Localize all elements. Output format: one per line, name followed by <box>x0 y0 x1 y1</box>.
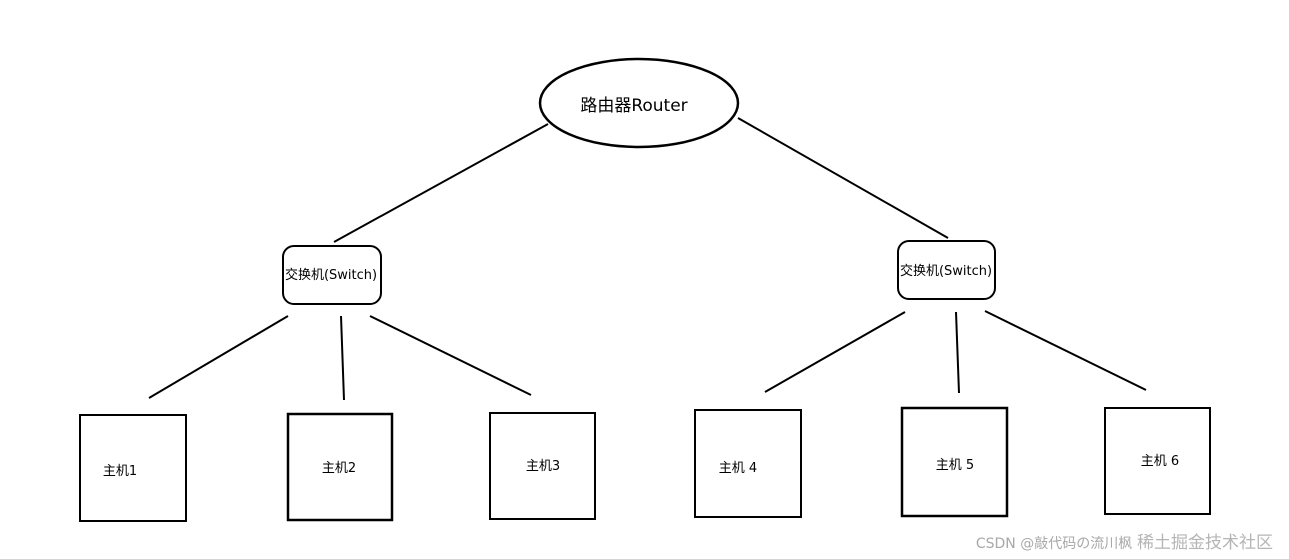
connection-lines <box>148 117 1147 401</box>
watermark-overlay: 稀土掘金技术社区 <box>1137 533 1273 553</box>
host-label-4: 主机 4 <box>719 461 757 476</box>
host-node-1: 主机1 <box>79 414 187 522</box>
host-node-2: 主机2 <box>286 412 394 522</box>
switch-label-2: 交换机(Switch) <box>900 263 992 279</box>
link-switch-2-host-6 <box>984 310 1147 391</box>
link-switch-1-host-3 <box>369 315 532 396</box>
link-router-switch-2 <box>737 117 949 239</box>
link-switch-2-host-5 <box>955 311 960 394</box>
host-label-5: 主机 5 <box>936 458 974 473</box>
link-switch-1-host-2 <box>340 315 345 401</box>
watermark-source: CSDN @敲代码の流川枫 <box>975 536 1133 552</box>
host-label-2: 主机2 <box>322 461 356 476</box>
host-node-3: 主机3 <box>489 412 596 520</box>
router-label: 路由器Router <box>580 96 687 116</box>
switch-node-1: 交换机(Switch) <box>282 245 382 305</box>
link-switch-2-host-4 <box>764 311 906 393</box>
host-node-6: 主机 6 <box>1104 407 1211 515</box>
link-switch-1-host-1 <box>148 315 289 399</box>
link-router-switch-1 <box>333 123 549 243</box>
switch-node-2: 交换机(Switch) <box>897 240 996 300</box>
host-label-3: 主机3 <box>526 459 560 474</box>
router-node: 路由器Router <box>538 57 740 149</box>
watermark: CSDN @敲代码の流川枫 稀土掘金技术社区 <box>976 528 1273 553</box>
host-node-4: 主机 4 <box>694 409 802 518</box>
switch-label-1: 交换机(Switch) <box>285 267 377 283</box>
host-node-5: 主机 5 <box>900 406 1009 518</box>
host-label-1: 主机1 <box>103 464 137 479</box>
host-label-6: 主机 6 <box>1141 454 1179 469</box>
